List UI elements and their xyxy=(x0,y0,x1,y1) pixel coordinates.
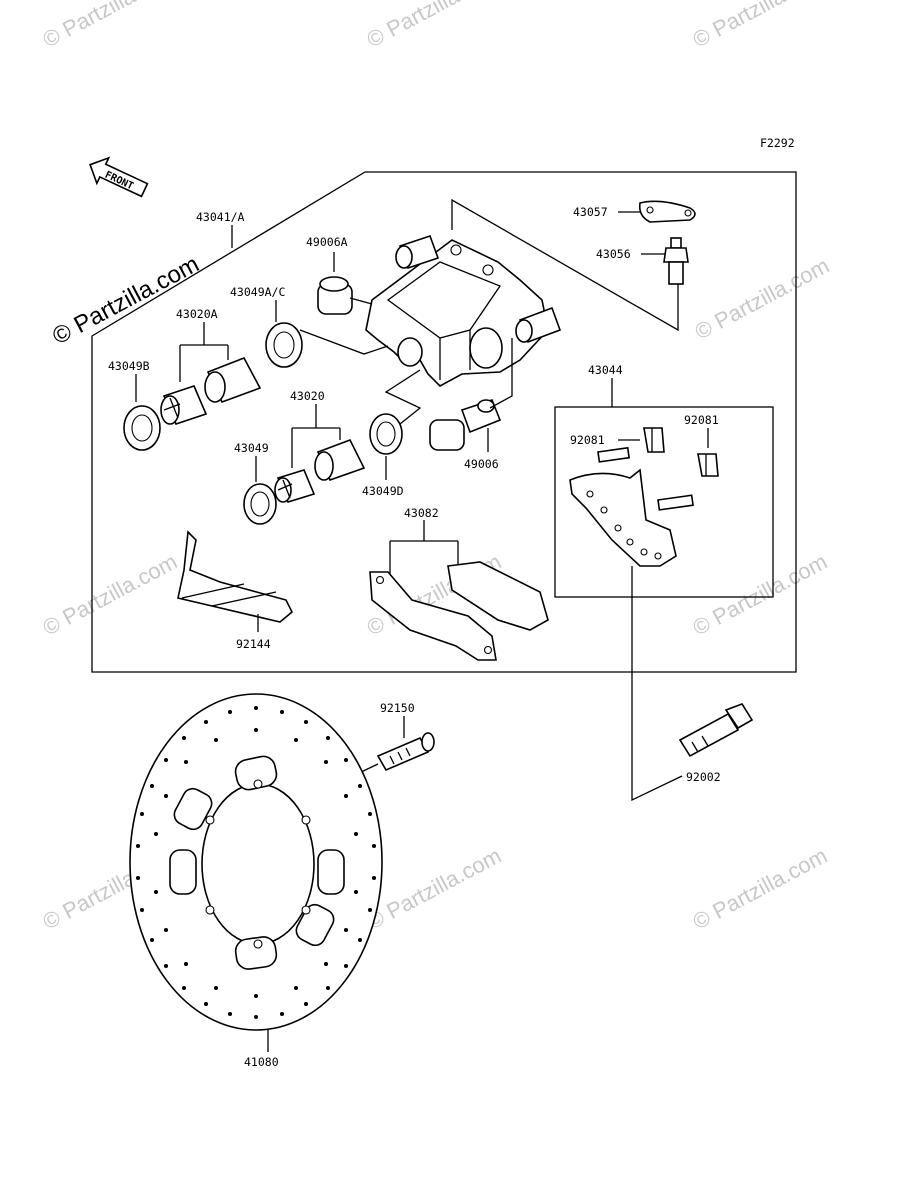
slide-boot xyxy=(429,338,513,452)
part-label-43020A: 43020A xyxy=(176,307,218,321)
piston-seal-ac xyxy=(265,300,389,368)
piston-seal-d xyxy=(369,369,422,480)
pad-spring-clip-b xyxy=(697,428,719,477)
part-label-49006: 49006 xyxy=(464,457,499,471)
watermark: © Partzilla.com xyxy=(39,0,182,52)
piston-group xyxy=(274,404,366,503)
part-label-43049D: 43049D xyxy=(362,484,404,498)
part-label-43056: 43056 xyxy=(596,247,631,261)
part-label-43020: 43020 xyxy=(290,389,325,403)
watermark: © Partzilla.com xyxy=(689,0,832,52)
pad-spring xyxy=(177,530,293,632)
brake-disc xyxy=(129,693,383,1052)
caliper-body xyxy=(365,234,562,387)
bleeder-cap xyxy=(618,200,696,223)
piston-a-group xyxy=(160,322,262,425)
pad-spring-clip-a xyxy=(618,427,665,453)
part-label-43049AC: 43049A/C xyxy=(230,285,285,299)
part-label-43049: 43049 xyxy=(234,441,269,455)
part-label-92002: 92002 xyxy=(686,770,721,784)
part-label-92144: 92144 xyxy=(236,637,271,651)
watermark: © Partzilla.com xyxy=(363,0,506,52)
part-label-92081-b: 92081 xyxy=(684,413,719,427)
bracket-assembly-frame xyxy=(554,406,774,598)
slide-boot-a xyxy=(317,252,373,315)
part-label-43041A: 43041/A xyxy=(196,210,245,224)
part-label-43044: 43044 xyxy=(588,363,623,377)
part-label-49006A: 49006A xyxy=(306,235,348,249)
watermark: © Partzilla.com xyxy=(363,843,506,935)
watermark: © Partzilla.com xyxy=(691,253,834,345)
watermark: © Partzilla.com xyxy=(689,843,832,935)
part-label-92150: 92150 xyxy=(380,701,415,715)
part-label-43057: 43057 xyxy=(573,205,608,219)
part-label-43082: 43082 xyxy=(404,506,439,520)
part-label-43049B: 43049B xyxy=(108,359,150,373)
front-arrow-icon: FRONT xyxy=(89,156,149,198)
bleeder-valve xyxy=(641,237,689,285)
watermark: © Partzilla.com xyxy=(39,549,182,641)
caliper-mounting-bolt xyxy=(631,566,754,802)
watermark-large: © Partzilla.com xyxy=(48,251,203,351)
part-label-41080: 41080 xyxy=(244,1055,279,1069)
part-label-92081-a: 92081 xyxy=(570,433,605,447)
brake-pads xyxy=(369,520,549,661)
watermark: © Partzilla.com xyxy=(689,549,832,641)
caliper-assembly-frame xyxy=(91,171,797,673)
caliper-bracket xyxy=(569,446,694,567)
figure-code: F2292 xyxy=(760,136,795,150)
dust-seal-b xyxy=(123,374,161,451)
dust-seal xyxy=(243,456,277,525)
